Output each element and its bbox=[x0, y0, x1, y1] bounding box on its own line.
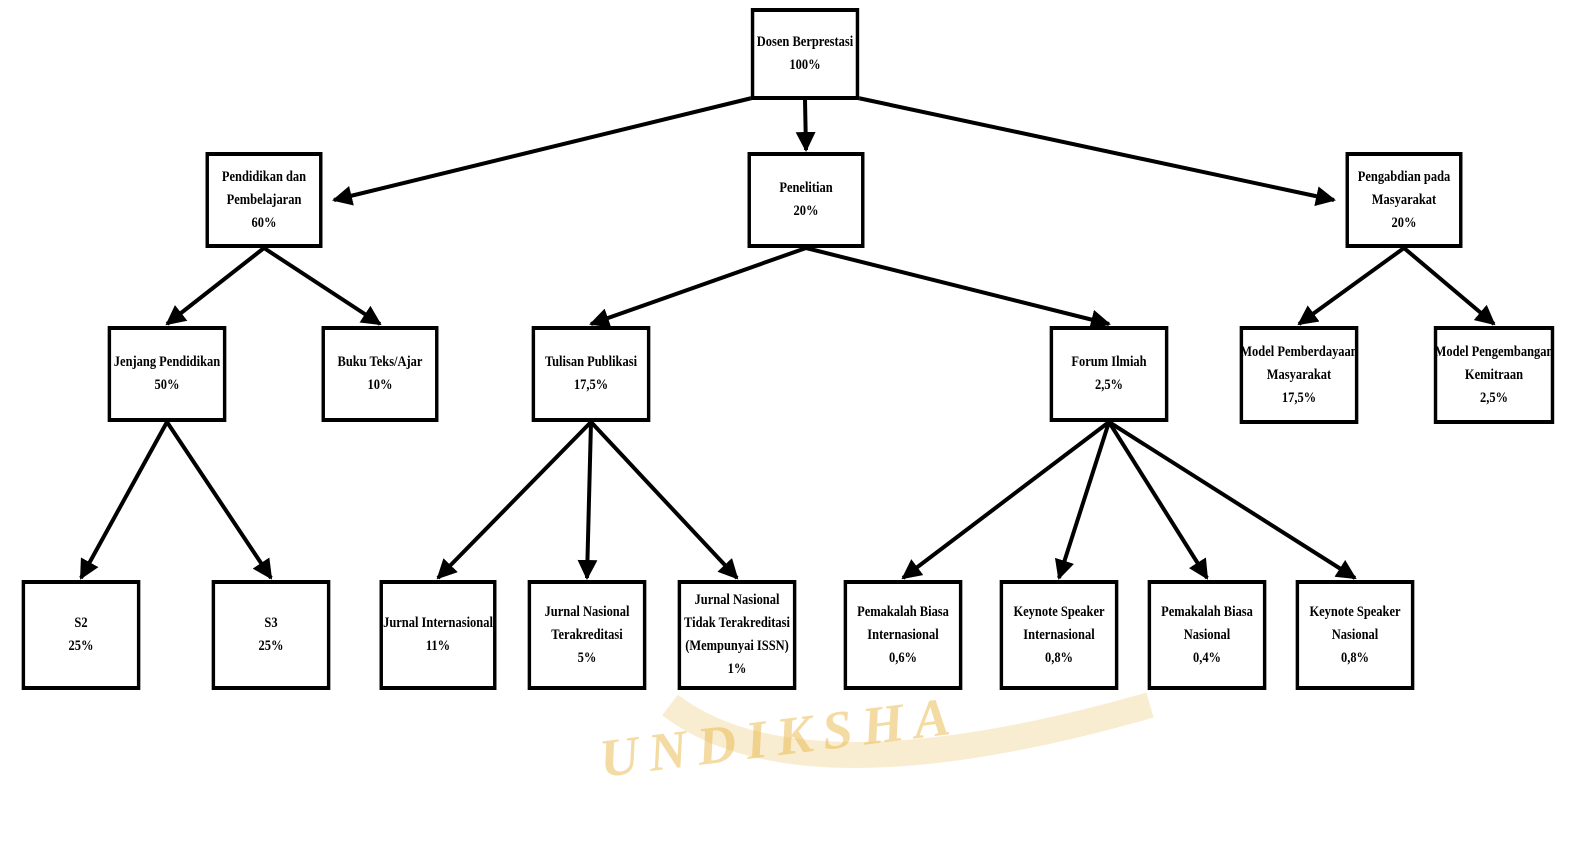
arrow-tulisan-to-jurnal_nasional_tidak bbox=[589, 420, 739, 580]
node-text-line: Pemakalah Biasa bbox=[1161, 603, 1253, 620]
node-text-line: Keynote Speaker bbox=[1013, 603, 1105, 620]
node-text-line: 0,4% bbox=[1192, 649, 1222, 666]
node-text-line: 100% bbox=[789, 57, 821, 73]
arrow-tulisan-to-jurnal_nasional_terakreditasi bbox=[577, 421, 598, 580]
node-text-line: Tidak Terakreditasi bbox=[684, 615, 790, 631]
node-text-line: Dosen Berprestasi bbox=[756, 34, 854, 50]
node-text-line: 2,5% bbox=[1094, 377, 1124, 393]
node-text-line: Forum Ilmiah bbox=[1071, 354, 1147, 370]
node-jurnal-internasional: Jurnal Internasional 11% bbox=[379, 580, 497, 690]
node-text-line: 10% bbox=[367, 377, 393, 393]
arrow-tulisan-to-jurnal_internasional bbox=[436, 420, 593, 580]
node-text-line: S2 bbox=[74, 615, 88, 631]
node-text-line: Jenjang Pendidikan bbox=[113, 354, 221, 370]
arrow-pengabdian-to-model_pemberdayaan bbox=[1297, 246, 1406, 326]
node-text-line: Internasional bbox=[867, 626, 939, 643]
node-text-line: 17,5% bbox=[573, 377, 609, 393]
arrow-forum-to-pemakalah_internasional bbox=[901, 420, 1111, 580]
arrow-forum-to-pemakalah_nasional bbox=[1107, 420, 1209, 580]
node-text-line: 60% bbox=[251, 214, 277, 231]
node-text-line: Penelitian bbox=[779, 180, 833, 196]
node-text-line: Pengabdian pada bbox=[1357, 168, 1451, 185]
arrow-root-to-penelitian bbox=[795, 99, 816, 152]
node-text-line: Tulisan Publikasi bbox=[544, 354, 638, 370]
node-text-line: (Mempunyai ISSN) bbox=[685, 638, 789, 654]
node-text-line: Pendidikan dan bbox=[221, 168, 307, 185]
node-text-line: Kemitraan bbox=[1464, 366, 1524, 383]
arrow-pendidikan-to-jenjang bbox=[165, 246, 266, 326]
node-text-line: 50% bbox=[154, 377, 180, 393]
node-jenjang-pendidikan: Jenjang Pendidikan 50% bbox=[107, 326, 227, 422]
arrow-jenjang-to-s2 bbox=[79, 421, 169, 580]
node-text-line: 0,6% bbox=[888, 649, 918, 666]
node-penelitian: Penelitian 20% bbox=[747, 152, 865, 248]
node-text-line: Buku Teks/Ajar bbox=[337, 354, 423, 370]
arrow-pendidikan-to-buku bbox=[262, 246, 382, 326]
node-text-line: 17,5% bbox=[1281, 389, 1317, 406]
node-text-line: Model Pemberdayaan bbox=[1240, 343, 1358, 360]
node-text-line: Model Pengembangan bbox=[1434, 343, 1554, 360]
arrow-penelitian-to-tulisan bbox=[589, 246, 807, 328]
node-text-line: Keynote Speaker bbox=[1309, 603, 1401, 620]
node-text-line: Jurnal Nasional bbox=[544, 603, 630, 620]
arrow-pengabdian-to-model_pengembangan bbox=[1402, 246, 1496, 326]
node-text-line: Nasional bbox=[1331, 626, 1379, 643]
node-text-line: 1% bbox=[727, 661, 747, 677]
arrow-root-to-pengabdian bbox=[857, 96, 1336, 207]
node-text-line: Jurnal Internasional bbox=[383, 615, 493, 631]
node-text-line: Masyarakat bbox=[1266, 366, 1332, 383]
node-dosen-berprestasi: Dosen Berprestasi 100% bbox=[750, 8, 860, 100]
node-text-line: Terakreditasi bbox=[551, 626, 623, 643]
node-text-line: 11% bbox=[425, 638, 451, 654]
node-text-line: 25% bbox=[68, 638, 94, 654]
node-text-line: Internasional bbox=[1023, 626, 1095, 643]
node-text-line: Nasional bbox=[1183, 626, 1231, 643]
node-tulisan-publikasi: Tulisan Publikasi 17,5% bbox=[531, 326, 651, 422]
node-text-line: 5% bbox=[577, 649, 597, 666]
arrow-penelitian-to-forum bbox=[805, 246, 1111, 330]
arrow-forum-to-keynote_internasional bbox=[1054, 421, 1111, 580]
node-text-line: S3 bbox=[264, 615, 278, 631]
arrow-forum-to-keynote_nasional bbox=[1107, 420, 1357, 580]
node-text-line: 25% bbox=[258, 638, 284, 654]
node-text-line: Pembelajaran bbox=[226, 191, 302, 208]
node-text-line: 2,5% bbox=[1479, 389, 1509, 406]
node-text-line: 20% bbox=[793, 203, 819, 219]
node-text-line: Pemakalah Biasa bbox=[857, 603, 949, 620]
node-forum-ilmiah: Forum Ilmiah 2,5% bbox=[1049, 326, 1169, 422]
node-buku-teks-ajar: Buku Teks/Ajar 10% bbox=[321, 326, 439, 422]
node-text-line: 20% bbox=[1391, 214, 1417, 231]
node-text-line: 0,8% bbox=[1044, 649, 1074, 666]
arrow-root-to-pendidikan bbox=[332, 96, 753, 206]
arrow-jenjang-to-s3 bbox=[165, 420, 273, 580]
node-text-line: Jurnal Nasional bbox=[694, 592, 780, 608]
node-text-line: Masyarakat bbox=[1371, 191, 1437, 208]
node-text-line: 0,8% bbox=[1340, 649, 1370, 666]
